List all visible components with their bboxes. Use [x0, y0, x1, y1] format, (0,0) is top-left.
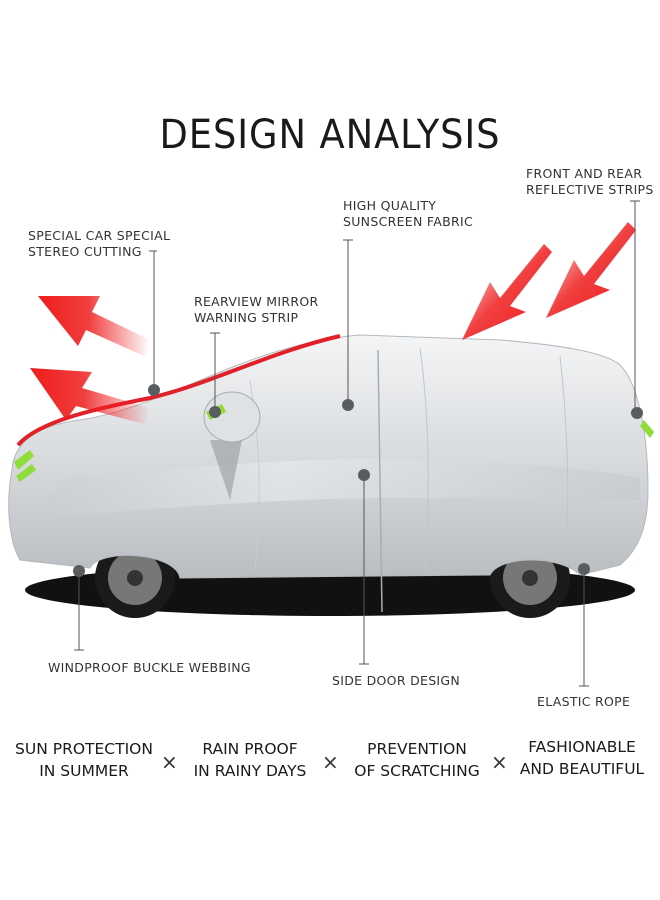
wind-arrow-upper-left: [38, 296, 150, 356]
mirror-pocket: [203, 391, 261, 500]
feature-rain-proof: RAIN PROOF IN RAINY DAYS: [193, 740, 307, 780]
callout-stereo-cutting: SPECIAL CAR SPECIAL STEREO CUTTING: [28, 228, 171, 259]
rear-reflective-strip: [640, 420, 654, 438]
callout-dots: [73, 384, 643, 577]
car-cover-highlight: [40, 459, 640, 520]
callout-reflective-strips: FRONT AND REAR REFLECTIVE STRIPS: [526, 166, 654, 197]
page-title: DESIGN ANALYSIS: [159, 112, 501, 158]
callout-sunscreen-fabric: HIGH QUALITY SUNSCREEN FABRIC: [343, 198, 473, 229]
door-seam: [377, 349, 383, 613]
separator-icon: ×: [161, 750, 178, 774]
callout-buckle-webbing: WINDPROOF BUCKLE WEBBING: [48, 660, 251, 675]
sun-arrow-2: [546, 222, 636, 318]
sun-arrow-1: [462, 244, 552, 340]
car-shadow: [25, 564, 635, 616]
callout-elastic-rope: ELASTIC ROPE: [537, 694, 631, 709]
feature-sun-protection: SUN PROTECTION IN SUMMER: [15, 740, 153, 780]
callout-leaders: [74, 200, 640, 687]
separator-icon: ×: [322, 750, 339, 774]
feature-scratch-prevention: PREVENTION OF SCRATCHING: [354, 740, 480, 780]
front-reflective-strip: [14, 450, 34, 470]
car-cover-body: [8, 334, 649, 579]
reflective-red-trim: [16, 334, 341, 447]
callout-side-door: SIDE DOOR DESIGN: [332, 673, 461, 688]
separator-icon: ×: [491, 750, 508, 774]
feature-fashionable: FASHIONABLE AND BEAUTIFUL: [519, 738, 645, 778]
wind-arrow-lower-left: [30, 368, 150, 424]
callout-mirror-strip: REARVIEW MIRROR WARNING STRIP: [194, 294, 319, 325]
